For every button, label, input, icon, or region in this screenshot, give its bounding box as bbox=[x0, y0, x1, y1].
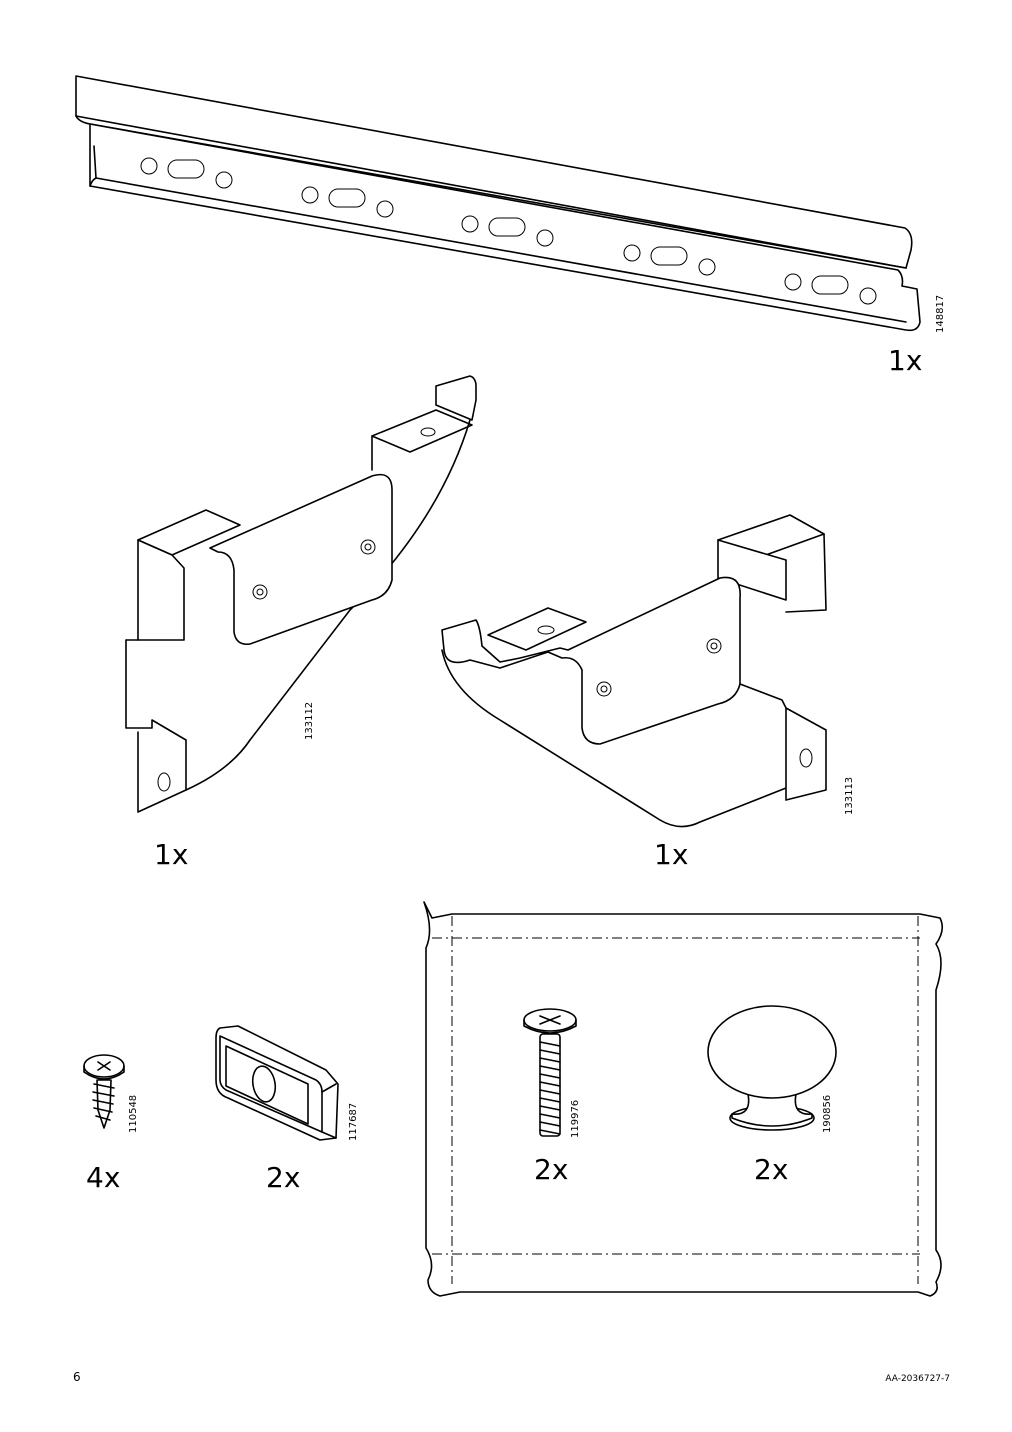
document-code: AA-2036727-7 bbox=[885, 1374, 950, 1384]
left-bracket-icon bbox=[125, 375, 477, 813]
knob-quantity: 2x bbox=[754, 1153, 788, 1186]
screw-quantity: 4x bbox=[86, 1161, 120, 1194]
spacer-part-number: 117687 bbox=[348, 1103, 359, 1141]
right-bracket-quantity: 1x bbox=[654, 838, 688, 871]
left-bracket-quantity: 1x bbox=[154, 838, 188, 871]
screw-part-number: 110548 bbox=[128, 1095, 139, 1133]
spacer-block-icon bbox=[215, 1025, 339, 1141]
right-bracket-icon bbox=[441, 514, 827, 828]
mounting-rail-icon bbox=[75, 75, 921, 332]
page-number: 6 bbox=[73, 1370, 81, 1384]
knob-part-number: 190856 bbox=[822, 1095, 833, 1133]
bolt-part-number: 119976 bbox=[570, 1100, 581, 1138]
hardware-bag-outline bbox=[423, 901, 944, 1297]
machine-bolt-icon bbox=[523, 1008, 577, 1137]
knob-icon bbox=[707, 1005, 837, 1131]
rail-quantity: 1x bbox=[888, 344, 922, 377]
spacer-quantity: 2x bbox=[266, 1161, 300, 1194]
right-bracket-part-number: 133113 bbox=[844, 777, 855, 815]
left-bracket-part-number: 133112 bbox=[304, 702, 315, 740]
rail-part-number: 148817 bbox=[935, 295, 946, 333]
wood-screw-icon bbox=[83, 1054, 125, 1129]
bolt-quantity: 2x bbox=[534, 1153, 568, 1186]
